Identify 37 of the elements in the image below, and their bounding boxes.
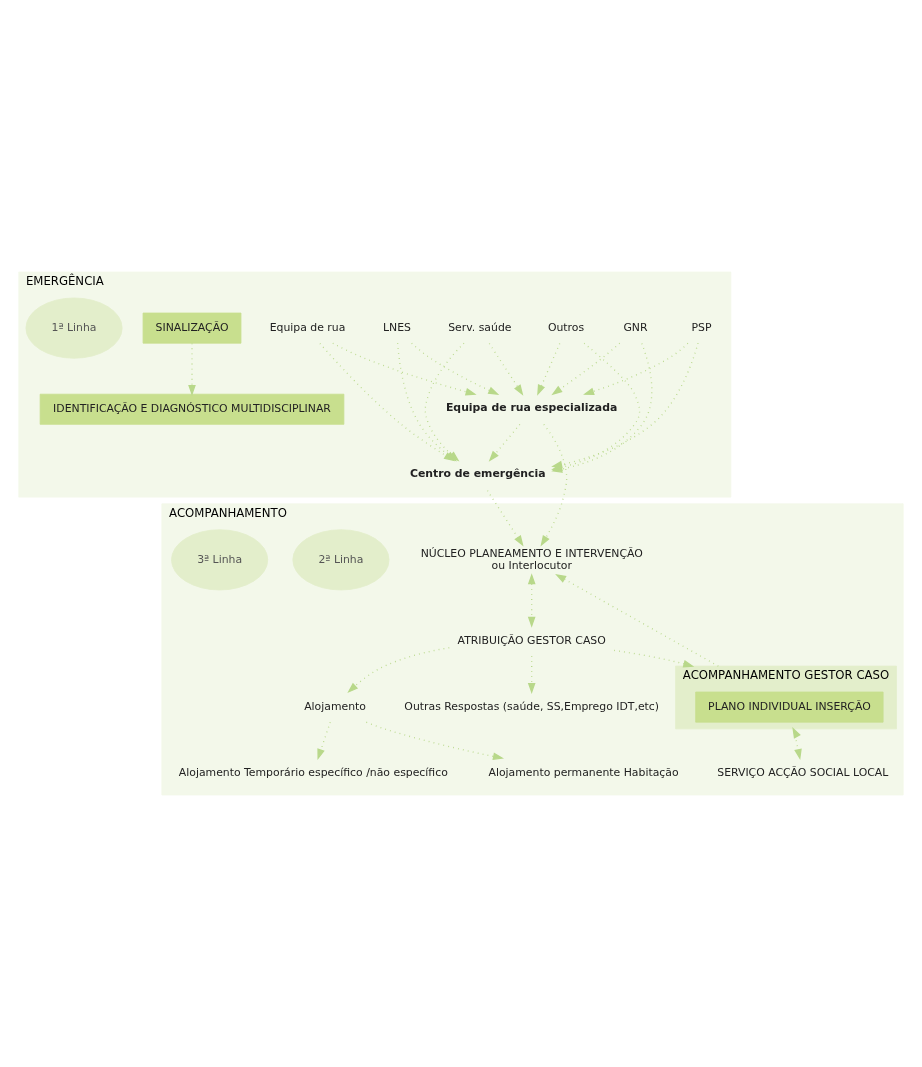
node-box: IDENTIFICAÇÃO E DIAGNÓSTICO MULTIDISCIPLINAR xyxy=(39,393,345,425)
arrow xyxy=(347,647,450,694)
arrow xyxy=(540,423,568,547)
node-text: Equipa de rua xyxy=(269,320,346,334)
arrow xyxy=(317,721,331,761)
arrow xyxy=(551,342,621,396)
node-text: GNR xyxy=(623,320,648,334)
arrow xyxy=(527,655,536,695)
node-text: Outros xyxy=(547,320,585,334)
node-text: SERVIÇO ACÇÃO SOCIAL LOCAL xyxy=(717,766,889,780)
arrow xyxy=(365,721,504,761)
node-text: Serv. saúde xyxy=(448,320,512,334)
arrow xyxy=(488,342,524,396)
node-box: PLANO INDIVIDUAL INSERÇÃO xyxy=(695,691,884,723)
node-text: Centro de emergência xyxy=(409,467,546,481)
node-ellipse: 3ª Linha xyxy=(171,529,269,591)
node-text: LNES xyxy=(383,320,411,334)
node-text: Alojamento permanente Habitação xyxy=(488,766,679,780)
node-text: Alojamento Temporário específico /não específico xyxy=(178,766,448,780)
node-text: ATRIBUIÇÃO GESTOR CASO xyxy=(457,633,606,647)
arrow xyxy=(537,342,561,396)
arrow xyxy=(583,342,689,396)
node-text: NÚCLEO PLANEAMENTO E INTERVENÇÃO ou Interlocutor xyxy=(420,546,643,572)
arrow xyxy=(332,342,477,396)
arrow xyxy=(613,649,695,668)
arrow xyxy=(410,342,500,395)
arrow xyxy=(555,573,719,667)
node-text: PSP xyxy=(691,320,712,334)
node-ellipse: 2ª Linha xyxy=(292,529,390,591)
node-box: SINALIZAÇÃO xyxy=(142,312,242,344)
node-ellipse: 1ª Linha xyxy=(25,297,123,359)
arrow xyxy=(488,423,521,462)
arrow xyxy=(527,573,536,628)
arrow xyxy=(792,727,802,761)
node-text: Equipa de rua especializada xyxy=(445,401,618,415)
node-text: Alojamento xyxy=(304,699,366,713)
node-text: Outras Respostas (saúde, SS,Emprego IDT,etc) xyxy=(404,699,660,713)
